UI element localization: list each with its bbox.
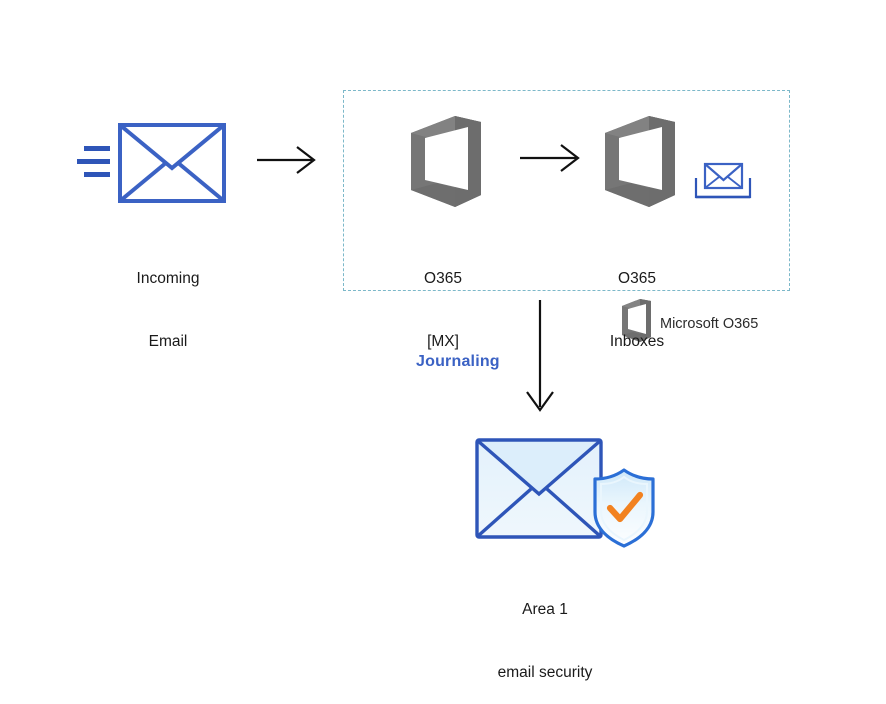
email-shield-check-icon xyxy=(475,438,655,548)
incoming-email-label-line-2: Email xyxy=(148,333,188,350)
node-label-o365-mx: O365 [MX] xyxy=(383,226,503,373)
inbox-tray-icon xyxy=(694,162,752,199)
incoming-email-label-line-1: Incoming xyxy=(136,270,200,287)
envelope-outline-icon xyxy=(118,123,226,203)
office365-logo-mx-icon xyxy=(411,116,481,207)
speed-lines-icon xyxy=(77,146,110,177)
node-label-incoming-email: Incoming Email xyxy=(108,226,228,373)
office365-logo-inboxes-icon xyxy=(605,116,675,207)
o365-inboxes-label-line-2: Inboxes xyxy=(609,333,665,350)
o365-mx-label-line-1: O365 xyxy=(424,270,462,287)
legend-label: Microsoft O365 xyxy=(660,315,759,332)
diagram-canvas xyxy=(77,116,752,548)
o365-inboxes-label-line-1: O365 xyxy=(618,270,656,287)
legend: Microsoft O365 xyxy=(618,302,758,345)
node-label-o365-inboxes: O365 Inboxes xyxy=(577,226,697,373)
arrow-mx-to-inboxes-icon xyxy=(520,144,580,172)
area1-label-line-1: Area 1 xyxy=(522,601,568,618)
o365-boundary-zone xyxy=(343,90,790,291)
arrow-journaling-down-icon xyxy=(526,300,554,412)
connector-label-journaling: Journaling xyxy=(416,353,500,370)
arrow-incoming-to-o365-icon xyxy=(257,146,316,174)
node-label-area1-email-security: Area 1 email security xyxy=(465,557,625,704)
office365-logo-legend-icon xyxy=(622,299,651,342)
o365-mx-label-line-2: [MX] xyxy=(427,333,459,350)
legend-office365-logo-icon-slot xyxy=(618,302,651,345)
area1-label-line-2: email security xyxy=(497,664,593,681)
